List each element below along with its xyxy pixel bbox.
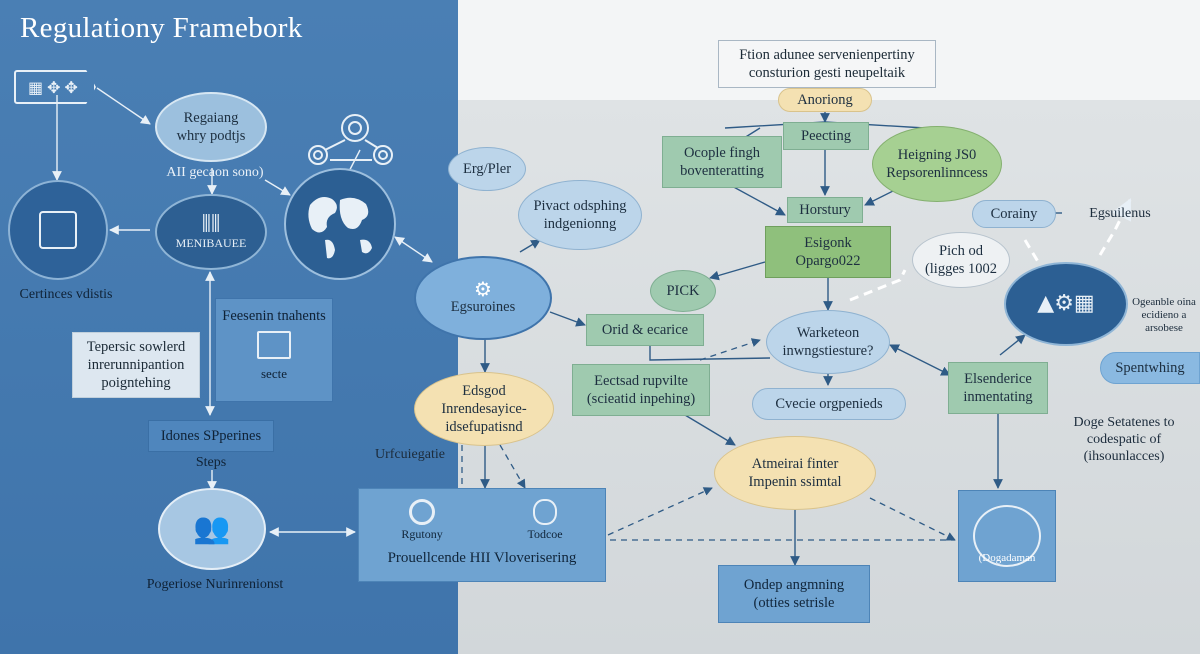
ondep-box[interactable]: Ondep angmning (otties setrisle [718,565,870,623]
bottom-box-icons-row: Rgutony Todcoe [359,499,605,543]
ogeanble-label: Ogeanble oina ecidieno a arsobese [1132,296,1196,334]
regulatory-item: Rgutony [401,499,443,543]
orid-label: Orid & ecarice [601,322,689,338]
edsgod-node[interactable]: Edsgod Inrendesayice-idsefupatisnd [414,372,554,446]
spentwhing-label: Spentwhing [1115,360,1185,376]
left-connectors [52,87,433,537]
peecting-box[interactable]: Peecting [783,122,869,150]
urfcu-label: Urfcuiegatie [375,447,445,462]
pivact-node[interactable]: Pivact odsphing indgenionng [518,180,642,250]
cvecie-pill[interactable]: Cvecie orgpenieds [752,388,906,420]
people-node[interactable]: 👥 [158,488,266,570]
central-node[interactable]: ⫼⫼ MENIBAUEE [155,194,267,270]
egsuroines-label: Egsuroines [450,299,516,315]
feesenin-sub: secte [261,366,287,381]
idones-box[interactable]: Idones SPperines [148,420,274,452]
heigning-label: Heigning JS0 Repsorenlinncess [886,147,988,181]
white-dashed-connectors [849,198,1132,302]
right-dashed-connectors [461,338,956,541]
regulating-node-label: Regaiang whry podtjs [176,110,246,144]
head-icon [533,499,558,525]
eectsad-label: Eectsad rupvilte (scieatid inpehing) [586,373,696,407]
central-node-label: MENIBAUEE [175,236,247,250]
feesenin-title: Feesenin tnahents [222,308,326,324]
pich-label: Pich od (ligges 1002 [924,243,998,277]
tepersic-label: Tepersic sowlerd inrerunnipantion poignt… [86,339,186,391]
peecting-label: Peecting [801,128,851,144]
network-circle-icon [973,505,1041,567]
atmeirai-label: Atmeirai finter Impenin ssimtal [748,456,842,490]
pich-node[interactable]: Pich od (ligges 1002 [912,232,1010,288]
pogeriose-label: Pogeriose Nurinrenionst [146,577,284,592]
orid-box[interactable]: Orid & ecarice [586,314,704,346]
eectsad-box[interactable]: Eectsad rupvilte (scieatid inpehing) [572,364,710,416]
cortinces-label: Certinces vdistis [19,287,113,302]
heigning-node[interactable]: Heigning JS0 Repsorenlinncess [872,126,1002,202]
anoriong-pill[interactable]: Anoriong [778,88,872,112]
circuit-chip-icon [39,211,77,249]
todcoe-item: Todcoe [527,499,563,543]
esigonk-box[interactable]: Esigonk Opargo022 [765,226,891,278]
atmeirai-node[interactable]: Atmeirai finter Impenin ssimtal [714,436,876,510]
anoriong-label: Anoriong [797,92,853,108]
dogadaman-label: (Dogadaman [978,552,1036,564]
regulating-node[interactable]: Regaiang whry podtjs [155,92,267,162]
chip-tag-icon: ▦✥✥ [14,70,96,104]
bottom-main-box[interactable]: Rgutony Todcoe Prouellcende HII Vloveris… [358,488,606,582]
people-group-icon: 👥 [193,511,231,546]
bottom-main-label: Prouellcende HII Vloverisering [387,550,577,566]
globe-icon [284,168,396,280]
steps-label: Steps [195,455,227,470]
ai-label: AII gecaon sono) [166,165,264,180]
egsuroines-node[interactable]: ⚙ Egsuroines [414,256,552,340]
cvecie-label: Cvecie orgpenieds [775,396,883,412]
building-icon [257,331,291,359]
erg-label: Erg/Pler [462,161,512,177]
todcoe-item-label: Todcoe [527,527,563,541]
horstury-box[interactable]: Horstury [787,197,863,223]
horstury-label: Horstury [799,202,851,218]
pivact-label: Pivact odsphing indgenionng [533,198,627,232]
idones-label: Idones SPperines [160,428,262,444]
edsgod-label: Edsgod Inrendesayice-idsefupatisnd [441,383,527,435]
network-circle[interactable]: ▲⚙▦ [1004,262,1128,346]
corainy-pill[interactable]: Corainy [972,200,1056,228]
gear-people-icon: ⚙ [474,277,492,301]
pick-node[interactable]: PICK [650,270,716,312]
tepersic-box[interactable]: Tepersic sowlerd inrerunnipantion poignt… [72,332,200,398]
regulatory-item-label: Rgutony [401,527,443,541]
esigonk-label: Esigonk Opargo022 [795,235,861,269]
warketeon-label: Warketeon inwngstiesture? [782,325,874,359]
chip-circle[interactable] [8,180,108,280]
ocople-label: Ocople fingh boventeratting [680,145,764,179]
elsenderice-box[interactable]: Elsenderice inmentating [948,362,1048,414]
erg-node[interactable]: Erg/Pler [448,147,526,191]
pick-label: PICK [666,283,700,299]
ondep-label: Ondep angmning (otties setrisle [743,577,845,611]
elsenderice-label: Elsenderice inmentating [963,371,1033,405]
header-box-label: Ftion adunee servenienpertiny consturion… [739,47,915,81]
feesenin-box[interactable]: Feesenin tnahents secte [215,298,333,402]
people-chart-icon: ⫼⫼ [201,211,221,235]
ocople-box[interactable]: Ocople fingh boventeratting [662,136,782,188]
target-icon [409,499,436,525]
corainy-label: Corainy [990,206,1038,222]
warketeon-node[interactable]: Warketeon inwngstiesture? [766,310,890,374]
network-doodle [308,114,393,165]
network-people-icon: ▲⚙▦ [1037,291,1095,316]
header-box[interactable]: Ftion adunee servenienpertiny consturion… [718,40,936,88]
dogadaman-box[interactable]: (Dogadaman [958,490,1056,582]
doge-label: Doge Setatenes to codespatic of (ihsounl… [1073,415,1175,464]
egsuilenus-label: Egsuilenus [1089,206,1151,221]
spentwhing-pill[interactable]: Spentwhing [1100,352,1200,384]
page-title: Regulationy Framebork [20,12,303,44]
